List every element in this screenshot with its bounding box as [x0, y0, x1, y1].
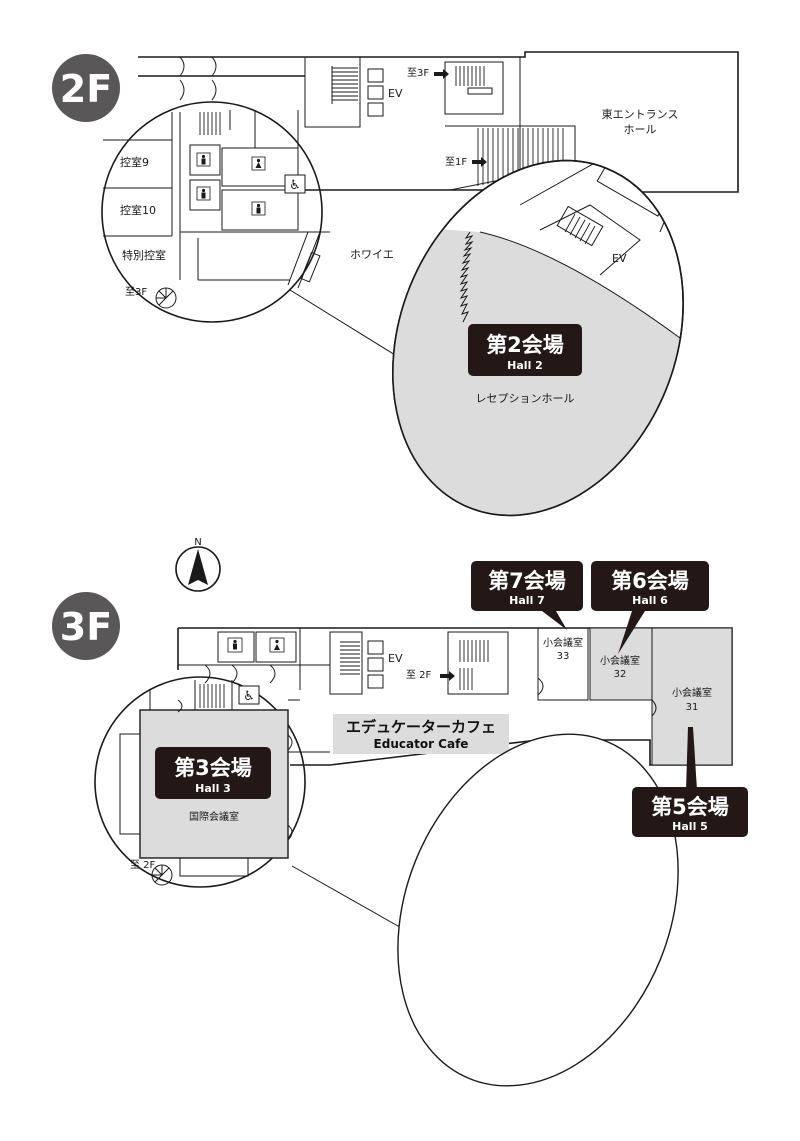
- special-waiting-room-label: 特別控室: [122, 248, 166, 262]
- elevator-2f: EV: [367, 68, 403, 117]
- educator-cafe-label-jp: エデュケーターカフェ: [346, 718, 496, 736]
- ev-label-3f: EV: [388, 652, 403, 665]
- hall-7-label-en: Hall 7: [509, 594, 545, 607]
- ev-label-2f: EV: [388, 87, 403, 100]
- foyer-label: ホワイエ: [350, 248, 394, 261]
- arrow-right-icon: [472, 157, 487, 167]
- floor-2f-badge-text: 2F: [60, 67, 112, 111]
- floor-2f: 2F EV: [52, 51, 739, 560]
- floor-3f-badge: 3F: [52, 592, 120, 660]
- arrow-right-icon: [440, 671, 455, 681]
- hall-3-label: 第3会場 Hall 3: [155, 747, 271, 799]
- spiral-stair-2f: [155, 287, 177, 309]
- hall-3-label-jp: 第3会場: [174, 756, 252, 780]
- male-restroom-icon: [201, 192, 206, 199]
- reception-hall-label: レセプションホール: [476, 392, 575, 405]
- hall-2-void-outline: [397, 733, 679, 1087]
- hall-7-label: 第7会場 Hall 7: [471, 561, 583, 630]
- wheelchair-icon: ♿: [243, 689, 255, 704]
- ev-label-hall2: EV: [612, 252, 627, 265]
- detail-circle-2f: ♿ 控室9 控室10 特別控室 至3F: [101, 101, 401, 359]
- hall-5-label-en: Hall 5: [672, 820, 708, 833]
- elevator-3f: EV: [367, 640, 403, 689]
- small-conf-room-31-number: 31: [686, 702, 699, 713]
- hall-3-label-en: Hall 3: [195, 782, 231, 795]
- east-entrance-hall-label-2: ホール: [624, 123, 657, 136]
- female-restroom-icon: [274, 644, 280, 650]
- waiting-room-10-label: 控室10: [120, 203, 156, 217]
- stair-3f-east: 至 2F: [406, 631, 509, 695]
- floor-3f-badge-text: 3F: [60, 605, 112, 649]
- restroom-icons-2f: ♿: [196, 152, 306, 216]
- partition-wall: [459, 231, 474, 323]
- floor-3f: N 3F: [52, 537, 748, 1087]
- educator-cafe-label-en: Educator Cafe: [374, 737, 469, 751]
- stair-2f-east: 至3F: [407, 61, 504, 115]
- stair-3f-west: [329, 631, 363, 695]
- to-3f-label: 至3F: [407, 67, 429, 79]
- compass-arrow-icon: [188, 549, 208, 585]
- small-conf-room-33-number: 33: [557, 651, 570, 662]
- to-3f-stair-label: 至3F: [125, 286, 147, 298]
- hall-2-label-en: Hall 2: [507, 359, 543, 372]
- north-compass: N: [175, 537, 221, 592]
- small-conf-room-32: 小会議室 32: [589, 627, 653, 701]
- hall-6-label-jp: 第6会場: [611, 569, 689, 593]
- compass-north-label: N: [194, 537, 201, 548]
- floor-2f-badge: 2F: [52, 54, 120, 122]
- spiral-stair-3f: [151, 864, 173, 886]
- male-restroom-icon: [256, 207, 261, 214]
- small-conf-room-32-label: 小会議室: [600, 654, 640, 667]
- hall-2-label: 第2会場 Hall 2: [468, 324, 582, 376]
- small-conf-room-33-label: 小会議室: [543, 636, 583, 649]
- male-restroom-icon: [201, 158, 206, 165]
- hall-7-label-jp: 第7会場: [488, 569, 566, 593]
- hall-2-label-jp: 第2会場: [486, 333, 564, 357]
- hall-5-label: 第5会場 Hall 5: [632, 727, 748, 837]
- hall-6-label: 第6会場 Hall 6: [591, 561, 709, 654]
- wheelchair-icon: ♿: [289, 178, 301, 193]
- hall-5-label-jp: 第5会場: [651, 795, 729, 819]
- small-conf-room-31-label: 小会議室: [672, 686, 712, 699]
- restroom-icons-3f: [227, 637, 285, 653]
- female-restroom-icon: [255, 162, 262, 168]
- east-entrance-hall-label: 東エントランス: [602, 108, 679, 121]
- waiting-room-9-label: 控室9: [120, 155, 149, 169]
- arrow-right-icon: [434, 69, 449, 79]
- to-1f-label: 至1F: [445, 156, 467, 168]
- intl-conference-room-label: 国際会議室: [189, 810, 239, 823]
- small-conf-room-32-number: 32: [614, 669, 627, 680]
- educator-cafe: エデュケーターカフェ Educator Cafe: [333, 714, 509, 754]
- hall-6-label-en: Hall 6: [632, 594, 668, 607]
- small-conf-room-33: 小会議室 33: [537, 627, 589, 701]
- to-2f-stair-label: 至 2F: [130, 859, 156, 871]
- to-2f-label: 至 2F: [406, 669, 432, 681]
- stair-2f-west: [304, 56, 361, 128]
- male-restroom-icon: [233, 643, 237, 650]
